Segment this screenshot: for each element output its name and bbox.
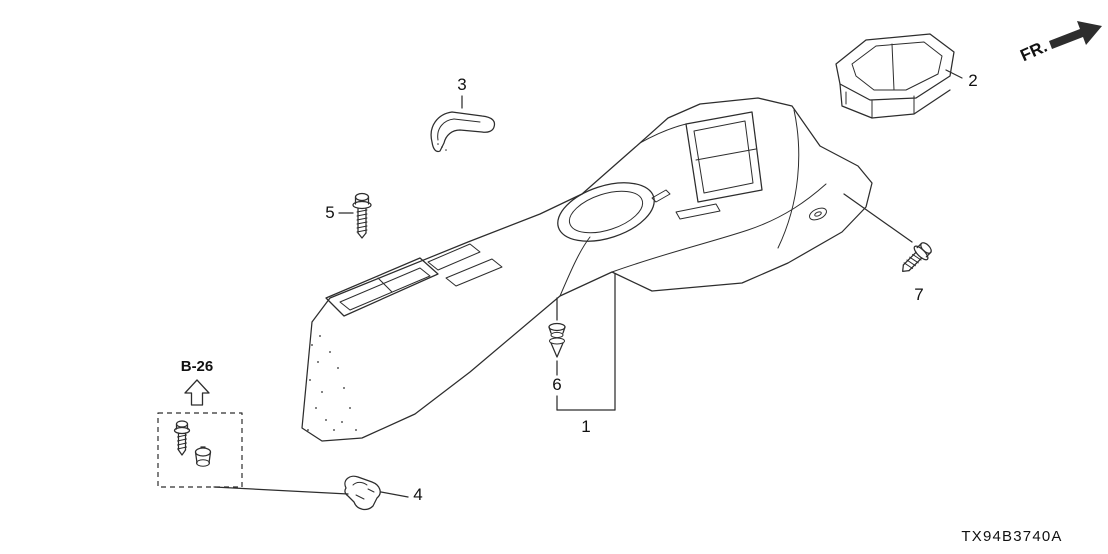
callout-6-label: 6 — [552, 375, 561, 394]
b26-reference-label: B-26 — [181, 358, 214, 375]
b26-clip — [194, 446, 212, 467]
leader-line-b26-to-4 — [213, 486, 349, 495]
callout-1-bracket — [556, 273, 616, 411]
callout-2-label: 2 — [968, 71, 977, 90]
leader-line-7 — [843, 193, 913, 243]
part-3-bracket — [430, 111, 496, 153]
part-5-screw — [352, 192, 372, 239]
leader-line-2 — [945, 69, 963, 79]
part-4-clip — [344, 475, 381, 511]
stipple-texture — [307, 335, 357, 431]
callout-7-label: 7 — [914, 285, 923, 304]
side-hole — [809, 207, 827, 221]
diagram-part-code: TX94B3740A — [961, 528, 1062, 545]
fr-direction-label: FR. — [1017, 37, 1050, 65]
callout-3-label: 3 — [457, 75, 466, 94]
console-body-illustration — [301, 97, 873, 442]
leader-line-4 — [380, 491, 409, 498]
fr-direction-indicator: FR. — [1017, 21, 1102, 65]
part-6-clip — [548, 322, 566, 358]
b26-reference-block: B-26 — [157, 358, 349, 495]
cup-ring — [557, 182, 655, 242]
fr-direction-arrow-icon — [1049, 21, 1102, 49]
callout-4-label: 4 — [413, 485, 422, 504]
part-2-cup-holder — [835, 33, 955, 119]
callout-5-label: 5 — [325, 203, 334, 222]
part-7-screw — [902, 242, 932, 272]
b26-screw — [173, 420, 191, 456]
callout-1-label: 1 — [581, 417, 590, 436]
b26-up-arrow-icon — [184, 379, 210, 406]
b26-dashed-box — [157, 412, 243, 488]
